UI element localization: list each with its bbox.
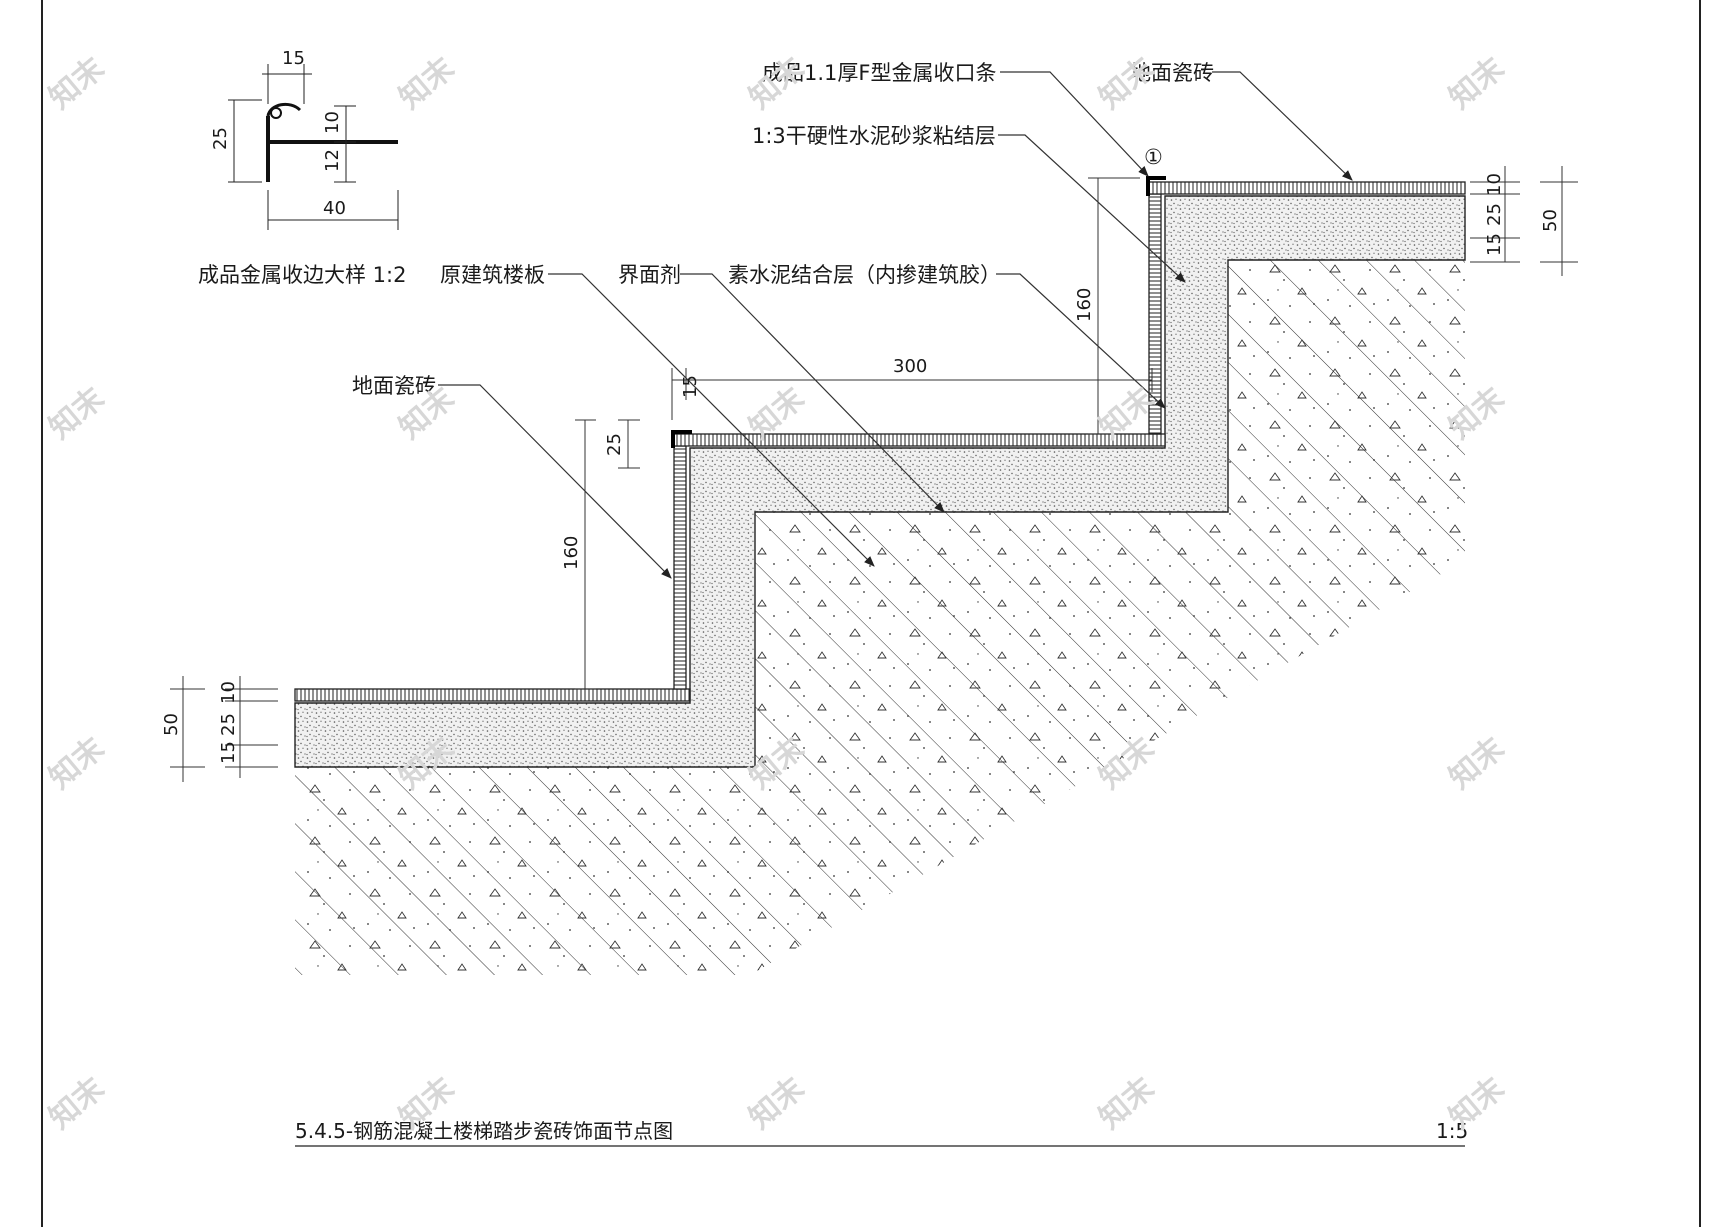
watermark-text: 知末 [43,731,111,796]
watermark-text: 知末 [393,51,461,116]
tile-top-landing [1148,181,1466,195]
detail-dim-40: 40 [323,198,346,219]
detail-dim-15: 15 [282,48,305,69]
trim-profile-bead [270,107,282,119]
dim-left-layer-25: 25 [218,713,239,736]
watermark-text: 知末 [1443,51,1511,116]
detail-dim-10: 10 [322,111,343,134]
dim-left-total: 50 [161,713,182,736]
tile-riser-lower [673,445,687,690]
dim-right-total: 50 [1540,209,1561,232]
leader-metal-edge-strip [1000,71,1149,177]
detail-caption: 成品金属收边大样 1:2 [198,263,406,287]
watermark-text: 知末 [43,1071,111,1136]
watermark-text: 知末 [1443,731,1511,796]
metal-edge-strip-lower [671,430,692,448]
dim-left-layer-10: 10 [218,681,239,704]
callout-marker: ① [1144,145,1163,169]
metal-trim-detail: 15 25 10 12 40 成品金属收边大样 1:2 [198,48,406,287]
dim-nosing: 15 [680,375,701,398]
label-metal-edge-strip: 成品1.1厚F型金属收口条 [762,61,996,85]
leader-floor-tile-top [1212,71,1353,181]
watermark-text: 知末 [743,1071,811,1136]
leader-interface-agent [680,273,945,513]
label-floor-tile-top: 地面瓷砖 [1130,61,1214,85]
leader-cement-bond-layer [996,273,1166,409]
label-cement-bond-layer: 素水泥结合层（内掺建筑胶） [728,263,1001,287]
drawing-scale: 1:5 [1436,1119,1468,1143]
trim-profile-hook [266,102,302,117]
label-original-slab: 原建筑楼板 [440,263,545,287]
detail-dim-25: 25 [210,127,231,150]
watermark-text: 知末 [43,51,111,116]
label-interface-agent: 界面剂 [618,263,681,287]
dim-left-layer-15: 15 [218,741,239,764]
tile-lower-landing [294,688,691,702]
detail-dim-12: 12 [322,149,343,172]
label-mortar-layer: 1:3干硬性水泥砂浆粘结层 [752,124,996,148]
label-floor-tile-left: 地面瓷砖 [352,374,436,398]
dim-right-layer-25: 25 [1484,203,1505,226]
dim-upper-riser: 160 [1074,288,1095,322]
watermark-text: 知末 [1093,1071,1161,1136]
dim-right-layer-15: 15 [1484,233,1505,256]
drawing-title: 5.4.5-钢筋混凝土楼梯踏步瓷砖饰面节点图 [295,1119,673,1143]
dim-tread: 300 [893,356,927,377]
mortar-layer [294,195,1466,768]
dim-right-layer-10: 10 [1484,173,1505,196]
dim-lower-riser: 160 [561,536,582,570]
concrete-slab-aggregate [295,260,1465,975]
metal-edge-strip-upper [1146,176,1166,196]
watermark-text: 知末 [43,381,111,446]
dim-lower-offset: 25 [604,433,625,456]
leader-original-slab [548,273,875,567]
leader-floor-tile-left [438,384,672,579]
leader-mortar-layer [998,134,1186,283]
